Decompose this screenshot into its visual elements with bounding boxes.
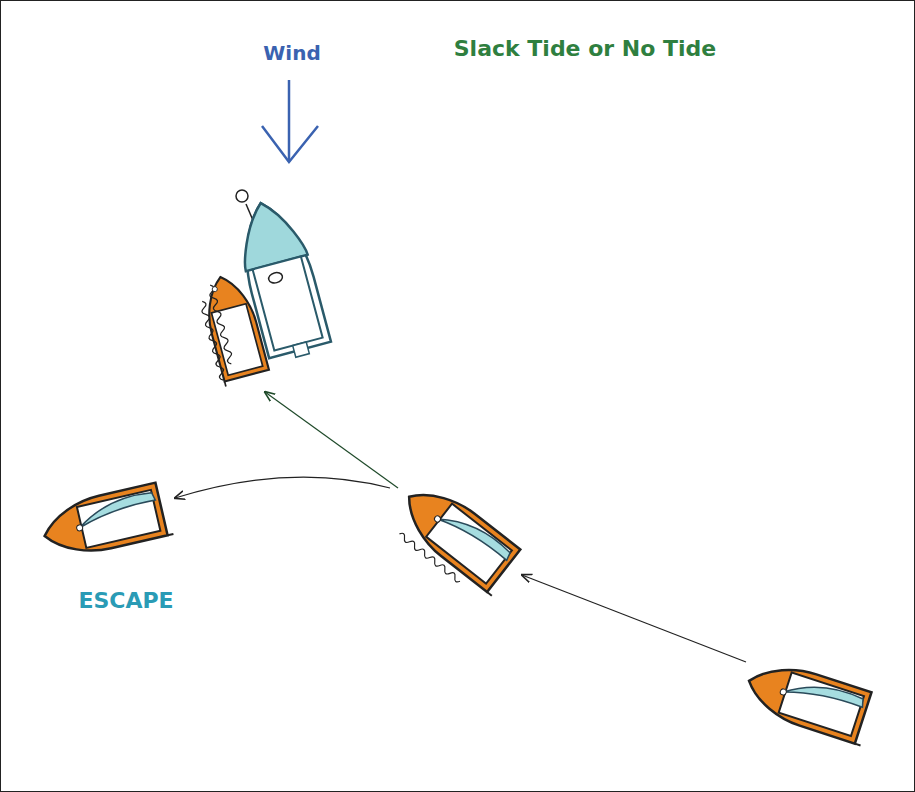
rafted-dinghy [194, 271, 270, 387]
buoy [236, 190, 248, 202]
wind-arrow [262, 80, 318, 162]
wind-label: Wind [263, 41, 320, 65]
diagram-title: Slack Tide or No Tide [454, 36, 716, 61]
track-arrow [522, 575, 746, 662]
approach-arrow [265, 392, 398, 488]
dinghy-escape [39, 481, 174, 562]
escape-label: ESCAPE [78, 588, 173, 613]
dinghy-luffing [386, 476, 525, 605]
dinghy-sailing [741, 655, 878, 745]
escape-arrow [175, 477, 390, 498]
